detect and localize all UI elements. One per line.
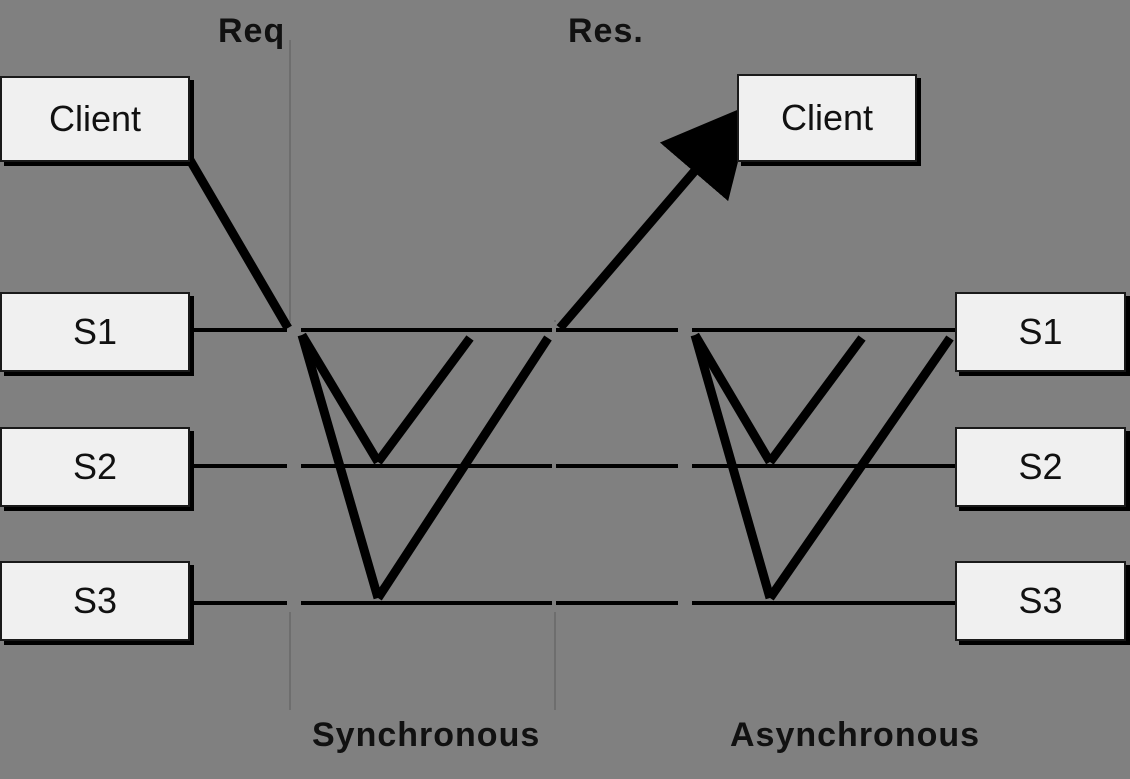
server-box-s2-left: S2 bbox=[0, 427, 190, 507]
client-box-left: Client bbox=[0, 76, 190, 162]
async-s1-to-s2 bbox=[691, 332, 774, 465]
server-box-s1-right: S1 bbox=[955, 292, 1126, 372]
caption-asynchronous: Asynchronous bbox=[730, 716, 981, 754]
server-box-s1-left: S1 bbox=[0, 292, 190, 372]
sync-request-arrow bbox=[186, 157, 292, 331]
sync-s3-to-s1-ack bbox=[374, 335, 552, 601]
sync-response-arrow bbox=[556, 103, 753, 331]
caption-synchronous: Synchronous bbox=[312, 716, 541, 754]
server-box-s2-right: S2 bbox=[955, 427, 1126, 507]
header-res: Res. bbox=[568, 12, 644, 50]
sync-s2-to-s1-ack bbox=[374, 335, 474, 465]
sync-s1-to-s2 bbox=[298, 332, 382, 465]
server-box-s3-left: S3 bbox=[0, 561, 190, 641]
sync-s1-to-s3 bbox=[297, 333, 383, 600]
client-box-right: Client bbox=[737, 74, 917, 162]
server-box-s3-right: S3 bbox=[955, 561, 1126, 641]
async-s1-to-s3 bbox=[690, 333, 775, 600]
async-s3-to-s1-ack bbox=[766, 335, 954, 601]
async-s2-to-s1-ack bbox=[766, 335, 866, 465]
header-req: Req bbox=[218, 12, 286, 50]
